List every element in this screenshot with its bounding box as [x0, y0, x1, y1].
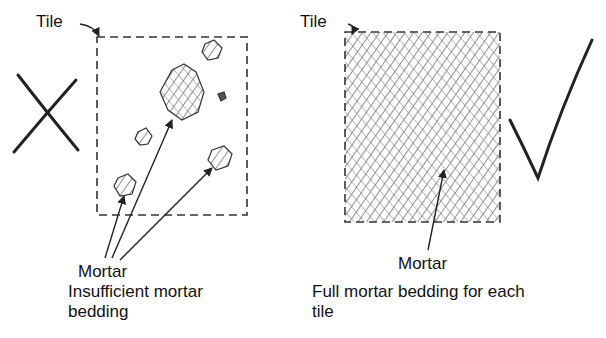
tile-crosshatch [345, 32, 500, 222]
leader-line [80, 24, 212, 260]
mortar-label: Mortar [398, 254, 447, 274]
cross-mark [14, 75, 78, 152]
leader-line [348, 24, 444, 250]
mortar-label: Mortar [78, 262, 127, 282]
mortar-blobs [114, 40, 232, 196]
tile-label: Tile [36, 12, 63, 32]
tile-label: Tile [300, 12, 327, 32]
tile-outline [97, 37, 247, 215]
check-mark [510, 40, 592, 178]
caption-text: Insufficient mortar bedding [68, 282, 268, 323]
caption-text: Full mortar bedding for each tile [312, 282, 542, 323]
tile-full-mortar [345, 32, 500, 222]
